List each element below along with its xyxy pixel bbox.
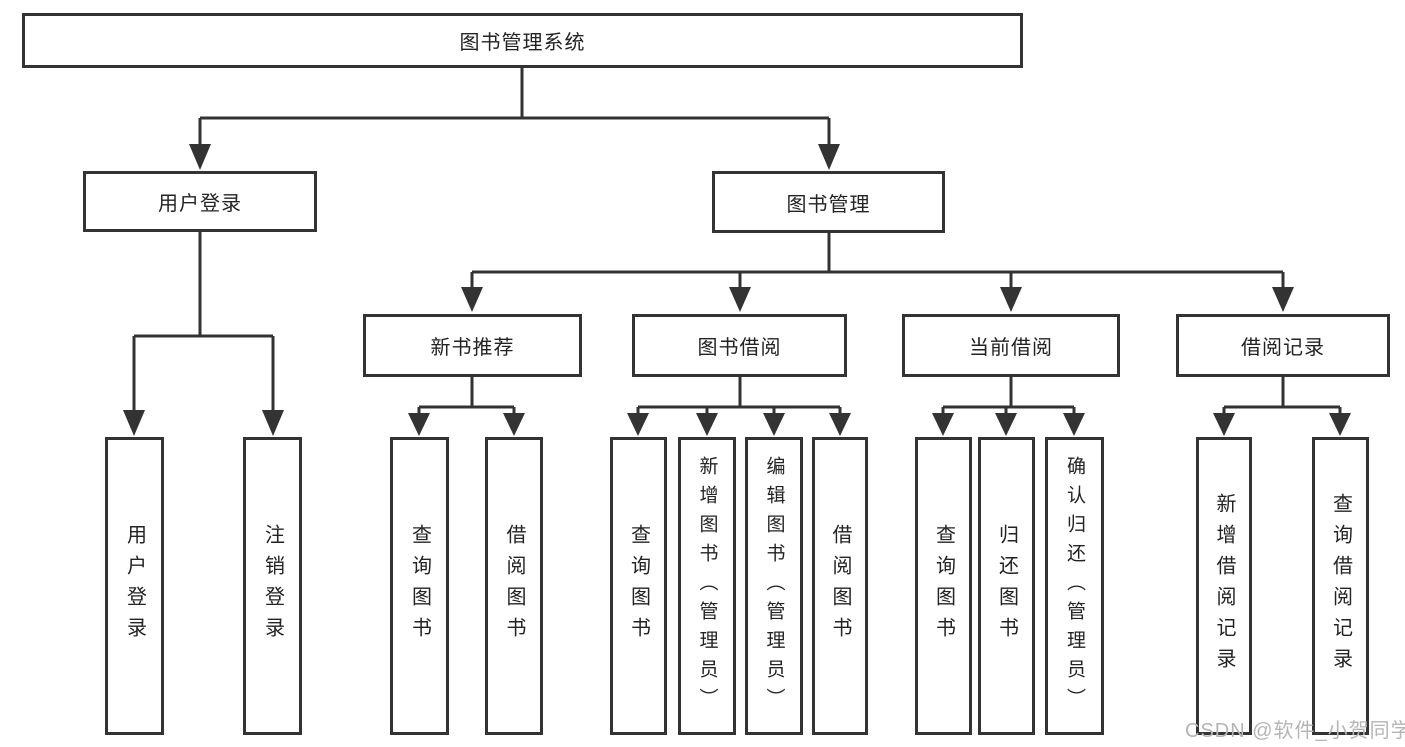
node-borrow-records-label: 借阅记录 (1241, 337, 1325, 359)
leaf-return-books: 归还图书 (978, 437, 1035, 735)
leaf-current-query-books: 查询图书 (915, 437, 972, 735)
leaf-borrow-query-books: 查询图书 (610, 437, 667, 735)
node-borrow-records: 借阅记录 (1176, 314, 1390, 377)
leaf-recommend-borrow-books: 借阅图书 (485, 437, 543, 735)
node-new-book-recommend: 新书推荐 (363, 314, 582, 377)
tree-edges (132, 68, 1342, 417)
node-book-borrow-label: 图书借阅 (697, 337, 782, 359)
leaf-edit-books-admin: 编辑图书（管理员） (745, 437, 803, 735)
leaf-current-query-books-label: 查询图书 (932, 524, 955, 648)
node-user-login-group: 用户登录 (83, 171, 317, 232)
leaf-recommend-query-books-label: 查询图书 (408, 524, 431, 648)
node-book-borrow: 图书借阅 (632, 314, 847, 377)
node-book-management: 图书管理 (712, 171, 945, 233)
leaf-edit-books-admin-label: 编辑图书（管理员） (763, 455, 785, 717)
leaf-add-books-admin-label: 新增图书（管理员） (696, 455, 718, 717)
leaf-confirm-return-admin: 确认归还（管理员） (1045, 437, 1104, 735)
leaf-confirm-return-admin-label: 确认归还（管理员） (1064, 455, 1085, 717)
leaf-borrow-query-books-label: 查询图书 (627, 524, 650, 648)
leaf-query-borrow-record: 查询借阅记录 (1312, 437, 1369, 735)
leaf-query-borrow-record-label: 查询借阅记录 (1329, 493, 1352, 679)
leaf-add-books-admin: 新增图书（管理员） (678, 437, 736, 735)
leaf-user-login-label: 用户登录 (123, 524, 146, 648)
leaf-borrow-books: 借阅图书 (812, 437, 868, 735)
leaf-recommend-query-books: 查询图书 (390, 437, 449, 735)
leaf-recommend-borrow-books-label: 借阅图书 (503, 524, 525, 648)
node-user-login-group-label: 用户登录 (158, 193, 242, 215)
leaf-return-books-label: 归还图书 (995, 524, 1018, 648)
node-root-system: 图书管理系统 (22, 13, 1023, 68)
node-current-borrow: 当前借阅 (902, 314, 1120, 377)
leaf-add-borrow-record: 新增借阅记录 (1196, 437, 1252, 735)
leaf-borrow-books-label: 借阅图书 (829, 524, 851, 648)
node-root-system-label: 图书管理系统 (459, 32, 586, 54)
node-current-borrow-label: 当前借阅 (969, 337, 1053, 359)
node-new-book-recommend-label: 新书推荐 (430, 337, 515, 359)
node-book-management-label: 图书管理 (786, 193, 871, 216)
csdn-watermark: CSDN @软件_小贺同学 (1185, 720, 1405, 742)
leaf-logout: 注销登录 (243, 437, 302, 735)
leaf-logout-label: 注销登录 (261, 524, 284, 648)
arrowheads (123, 144, 1351, 436)
leaf-user-login: 用户登录 (105, 437, 164, 735)
leaf-add-borrow-record-label: 新增借阅记录 (1213, 493, 1235, 679)
